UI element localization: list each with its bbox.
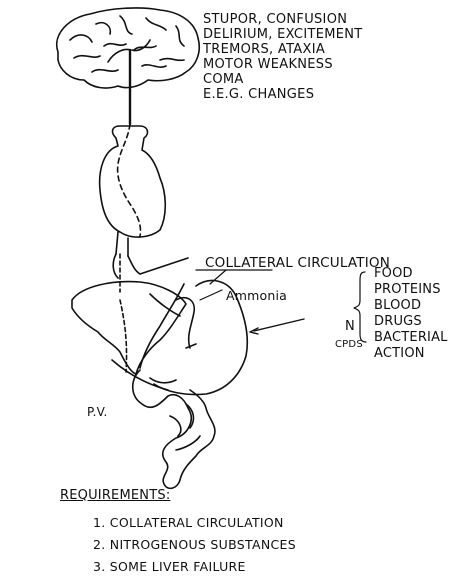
requirement-item: 3. SOME LIVER FAILURE xyxy=(93,556,296,578)
liver-drawing xyxy=(72,282,186,374)
n-label: N xyxy=(345,320,355,333)
pv-label: P.V. xyxy=(87,406,107,418)
source-text: FOOD PROTEINS xyxy=(374,266,452,298)
requirement-item: 2. NITROGENOUS SUBSTANCES xyxy=(93,534,296,556)
symptom-text: DELIRIUM, EXCITEMENT xyxy=(203,27,363,42)
symptoms-list: STUPOR, CONFUSION DELIRIUM, EXCITEMENT T… xyxy=(203,12,363,102)
requirement-item: 1. COLLATERAL CIRCULATION xyxy=(93,512,296,534)
ammonia-label: Ammonia xyxy=(226,290,287,303)
source-text: BLOOD xyxy=(374,298,452,314)
symptom-text: E.E.G. CHANGES xyxy=(203,87,363,102)
heart-drawing xyxy=(100,124,166,256)
symptom-text: TREMORS, ATAXIA xyxy=(203,42,363,57)
symptom-text: COMA xyxy=(203,72,363,87)
annotation-lines xyxy=(196,270,366,342)
intestines-drawing xyxy=(133,370,215,488)
nitrogen-sources-list: FOOD PROTEINS BLOOD DRUGS BACTERIAL ACTI… xyxy=(374,266,452,362)
collateral-vessels xyxy=(113,254,188,292)
brain-drawing xyxy=(57,8,200,124)
collateral-label: COLLATERAL CIRCULATION xyxy=(205,257,390,271)
requirements-title: REQUIREMENTS: xyxy=(60,489,170,502)
symptom-text: STUPOR, CONFUSION xyxy=(203,12,363,27)
symptom-text: MOTOR WEAKNESS xyxy=(203,57,363,72)
cpds-label: CPDS xyxy=(335,340,363,350)
source-text: DRUGS xyxy=(374,314,452,330)
requirements-list: 1. COLLATERAL CIRCULATION 2. NITROGENOUS… xyxy=(93,512,296,578)
source-text: BACTERIAL ACTION xyxy=(374,330,452,362)
